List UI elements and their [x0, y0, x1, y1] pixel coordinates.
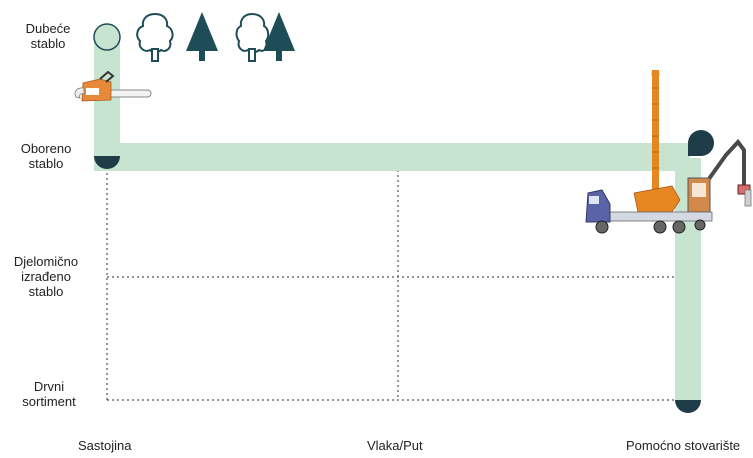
mixed-trees-icon: [235, 12, 295, 62]
conifer-tree-icon: [186, 12, 218, 61]
location-label-stand: Sastojina: [78, 438, 132, 453]
felled-tree-marker-landing: [688, 130, 714, 156]
dotted-grid: [106, 168, 688, 401]
standing-tree-marker: [93, 23, 121, 51]
assortment-marker: [675, 400, 701, 413]
chainsaw-icon: [74, 70, 152, 102]
deciduous-tree-icon: [136, 12, 174, 62]
state-markers: [93, 23, 714, 413]
felled-tree-marker-stand: [93, 156, 121, 170]
stage-label-partially-processed: Djelomično izrađeno stablo: [13, 254, 79, 299]
stage-label-wood-assortment: Drvni sortiment: [22, 379, 76, 409]
stage-label-standing-tree: Dubeće stablo: [25, 21, 71, 51]
location-label-skid-road: Vlaka/Put: [367, 438, 423, 453]
location-label-landing: Pomoćno stovarište: [626, 438, 741, 453]
flow-band-skidding: [94, 143, 690, 171]
timber-truck-with-processor-icon: [585, 70, 752, 234]
stage-label-felled-tree: Oboreno stablo: [20, 141, 72, 171]
